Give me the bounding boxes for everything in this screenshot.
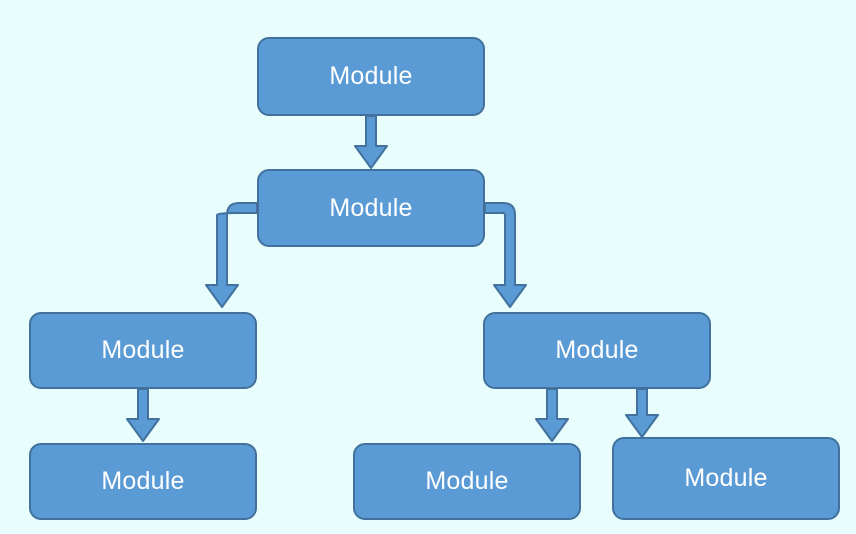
module-node-n2[interactable]: Module (257, 169, 485, 247)
module-node-label: Module (101, 336, 185, 364)
module-node-label: Module (329, 62, 413, 90)
module-node-label: Module (684, 464, 768, 492)
module-node-label: Module (425, 467, 509, 495)
module-node-label: Module (101, 467, 185, 495)
connector-arrow-n1-n2 (354, 115, 388, 169)
module-node-label: Module (329, 193, 413, 222)
module-node-n6[interactable]: Module (353, 443, 581, 520)
module-node-n7[interactable]: Module (612, 437, 840, 520)
connector-arrow-n4-n7 (625, 388, 659, 438)
module-node-n4[interactable]: Module (483, 312, 711, 389)
module-node-n3[interactable]: Module (29, 312, 257, 389)
module-node-n5[interactable]: Module (29, 443, 257, 520)
connector-arrow-n2-n3 (205, 202, 258, 308)
module-node-label: Module (555, 336, 639, 364)
module-node-n1[interactable]: Module (257, 37, 485, 116)
connector-arrow-n3-n5 (126, 388, 160, 442)
connector-arrow-n2-n4 (484, 202, 527, 308)
connector-arrow-n4-n6 (535, 388, 569, 442)
